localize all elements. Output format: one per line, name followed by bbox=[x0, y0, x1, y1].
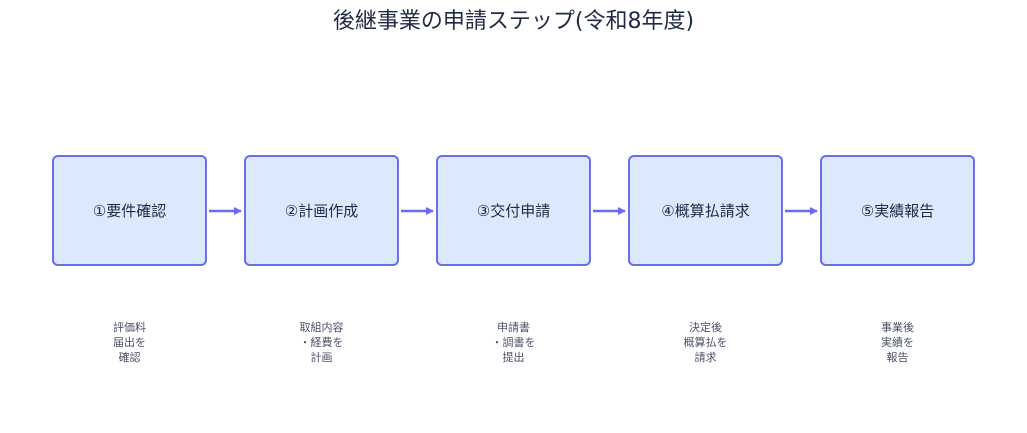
note-line: 報告 bbox=[886, 351, 909, 364]
note-line: 決定後 bbox=[689, 321, 722, 334]
step-note-4: 決定後 概算払を 請求 bbox=[628, 320, 783, 365]
step-note-5: 事業後 実績を 報告 bbox=[820, 320, 975, 365]
step-box-5: ⑤実績報告 bbox=[820, 155, 975, 266]
note-line: 確認 bbox=[118, 351, 141, 364]
note-line: 事業後 bbox=[881, 321, 914, 334]
step-note-1: 評価料 届出を 確認 bbox=[52, 320, 207, 365]
note-line: 概算払を bbox=[683, 336, 728, 349]
note-line: 実績を bbox=[881, 336, 914, 349]
step-box-4: ④概算払請求 bbox=[628, 155, 783, 266]
note-line: 取組内容 bbox=[299, 321, 344, 334]
step-box-1: ①要件確認 bbox=[52, 155, 207, 266]
note-line: ・調書を bbox=[491, 336, 536, 349]
note-line: 提出 bbox=[502, 351, 525, 364]
step-box-2: ②計画作成 bbox=[244, 155, 399, 266]
note-line: 届出を bbox=[113, 336, 146, 349]
note-line: 請求 bbox=[694, 351, 717, 364]
note-line: ・経費を bbox=[299, 336, 344, 349]
note-line: 申請書 bbox=[497, 321, 530, 334]
step-note-3: 申請書 ・調書を 提出 bbox=[436, 320, 591, 365]
step-box-3: ③交付申請 bbox=[436, 155, 591, 266]
note-line: 評価料 bbox=[113, 321, 146, 334]
diagram-title: 後継事業の申請ステップ(令和8年度) bbox=[332, 9, 695, 34]
note-line: 計画 bbox=[310, 351, 333, 364]
step-note-2: 取組内容 ・経費を 計画 bbox=[244, 320, 399, 365]
